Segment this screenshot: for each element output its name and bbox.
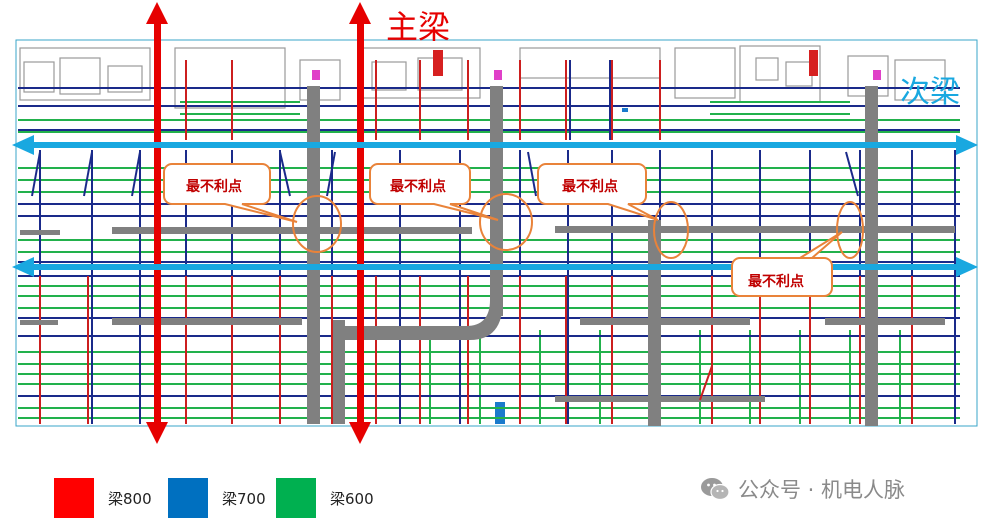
main-beam-label: 主梁 (386, 8, 450, 46)
callout-1: 最不利点 (163, 163, 298, 223)
legend-label-800: 梁800 (108, 489, 152, 508)
callout-2: 最不利点 (369, 163, 499, 221)
legend-swatch-700 (168, 478, 208, 518)
legend-swatch-800 (54, 478, 94, 518)
main-beam-arrows (146, 2, 371, 444)
legend-item-700: 梁700 (168, 478, 266, 518)
legend-label-600: 梁600 (330, 489, 374, 508)
wechat-icon (701, 478, 730, 501)
legend-item-600: 梁600 (276, 478, 374, 518)
worst-point-ellipses (292, 193, 864, 259)
secondary-beam-arrows (12, 135, 978, 277)
secondary-beam-label: 次梁 (900, 75, 960, 110)
watermark-text: 公众号 · 机电人脉 (738, 478, 906, 502)
secondary-beam-arrow-top (12, 135, 978, 155)
callout-3-text: 最不利点 (562, 178, 618, 195)
worst-point-ellipse-4 (836, 201, 864, 259)
callout-4-text: 最不利点 (748, 273, 804, 290)
worst-point-ellipse-1 (292, 195, 342, 253)
legend-item-800: 梁800 (54, 478, 152, 518)
legend: 梁800 梁700 梁600 (0, 470, 985, 526)
main-beam-arrow-left (146, 2, 168, 444)
callout-4: 最不利点 (731, 231, 843, 297)
diagonal-beams (31, 151, 859, 401)
equipment-markers (312, 50, 881, 424)
legend-label-700: 梁700 (222, 489, 266, 508)
secondary-beam-arrow-bottom (12, 257, 978, 277)
callout-3: 最不利点 (537, 163, 659, 221)
worst-point-ellipse-2 (479, 193, 533, 251)
main-beam-arrow-right (349, 2, 371, 444)
worst-point-ellipse-3 (653, 201, 689, 259)
watermark: 公众号 · 机电人脉 (700, 474, 905, 504)
legend-swatch-600 (276, 478, 316, 518)
callout-2-text: 最不利点 (390, 178, 446, 195)
callout-1-text: 最不利点 (186, 178, 242, 195)
